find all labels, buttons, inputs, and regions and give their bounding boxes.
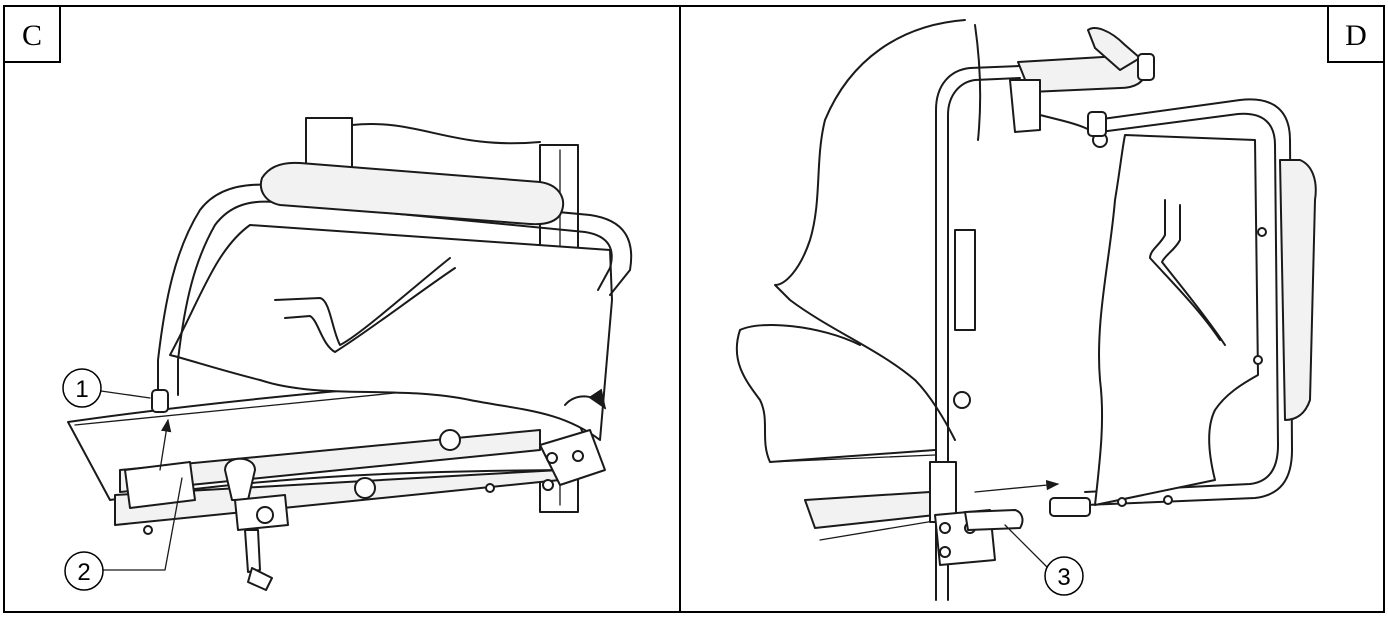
armrest-illustration-d bbox=[735, 19, 1317, 601]
panel-c: C bbox=[3, 5, 681, 613]
callout-2-circle bbox=[64, 551, 104, 591]
callout-1-leader bbox=[100, 390, 151, 399]
callout-2-leader bbox=[102, 477, 183, 571]
callout-2-number: 2 bbox=[77, 559, 90, 586]
callout-3-circle bbox=[1044, 556, 1084, 596]
callout-3-leader bbox=[1004, 524, 1049, 569]
insertion-arrow bbox=[974, 479, 1060, 493]
callout-1-direction-arrow bbox=[159, 418, 172, 471]
panel-d-label-box bbox=[1327, 5, 1385, 63]
callout-1: 1 bbox=[62, 368, 172, 471]
panel-c-label: C bbox=[22, 19, 42, 52]
callout-2: 2 bbox=[64, 477, 183, 591]
callout-1-circle bbox=[62, 368, 102, 408]
callout-1-number: 1 bbox=[75, 376, 88, 403]
armrest-illustration-c bbox=[67, 117, 633, 591]
callout-3: 3 bbox=[1004, 524, 1084, 596]
panel-d: D bbox=[679, 5, 1385, 613]
panel-d-label: D bbox=[1345, 19, 1367, 52]
callout-3-number: 3 bbox=[1057, 564, 1070, 591]
panel-c-label-box bbox=[3, 5, 61, 63]
